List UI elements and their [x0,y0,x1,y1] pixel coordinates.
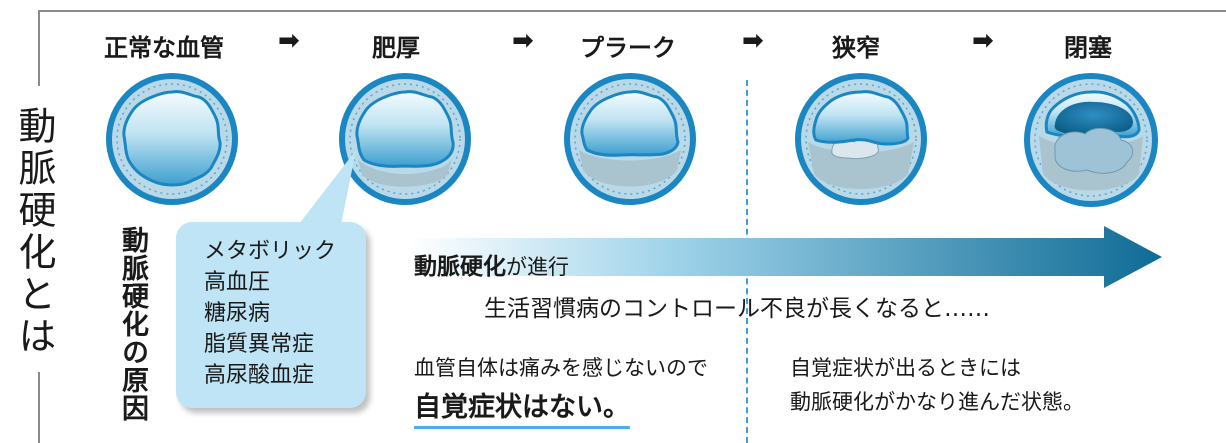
progress-arrow-icon [410,226,1162,288]
vessel-normal-illustration [106,73,238,205]
stage-label-normal: 正常な血管 [104,34,224,62]
no-symptom-lead: 血管自体は痛みを感じないので [414,356,708,380]
side-title: 動脈硬化とは [12,106,56,358]
stage-label-stenosis: 狭窄 [832,34,880,62]
cause-item: 高尿酸血症 [204,363,315,388]
cause-item: 糖尿病 [204,301,271,326]
progress-rest: が進行 [506,255,569,279]
vessel-stenosis-illustration [795,73,927,205]
vessel-plaque-illustration [564,73,696,205]
frame-left-line-lower [38,372,40,443]
stage-label-occlusion: 閉塞 [1064,34,1112,62]
stage-arrow-icon: ➡ [278,26,300,56]
no-symptom-emphasis: 自覚症状はない。 [414,385,630,429]
cause-item: メタボリック [204,239,337,264]
stage-label-thickening: 肥厚 [372,34,420,62]
stage-arrow-icon: ➡ [972,26,994,56]
vessel-occlusion-illustration [1024,73,1158,207]
frame-left-line-upper [38,10,40,86]
causes-list: メタボリック 高血圧 糖尿病 脂質異常症 高尿酸血症 [204,236,336,391]
causes-callout [176,222,366,408]
cause-item: 高血圧 [204,270,271,295]
progress-bold-term: 動脈硬化 [414,254,506,280]
cause-item: 脂質異常症 [204,332,315,357]
frame-top-line [38,10,1226,12]
symptom-line-2: 動脈硬化がかなり進んだ状態。 [790,390,1084,414]
cause-title: 動脈硬化の原因 [117,226,148,422]
progress-caption: 動脈硬化が進行 [414,247,569,281]
lifestyle-caption: 生活習慣病のコントロール不良が長くなると…… [484,296,990,322]
symptom-line-1: 自覚症状が出るときには [790,356,1021,380]
stage-arrow-icon: ➡ [742,26,764,56]
vessel-thickening-illustration [339,73,471,205]
stage-label-plaque: プラーク [580,34,676,62]
stage-arrow-icon: ➡ [512,26,534,56]
